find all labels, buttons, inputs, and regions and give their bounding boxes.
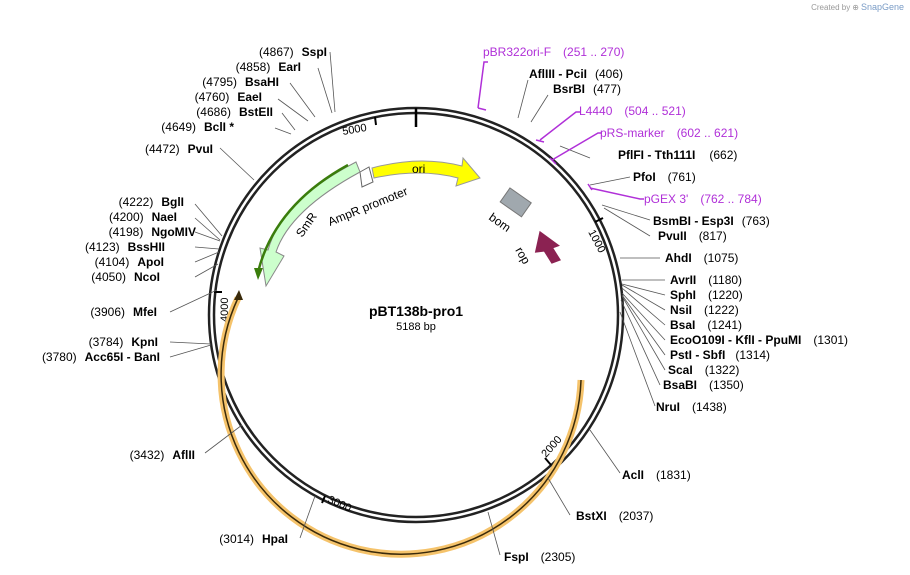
feature-label-bom: bom xyxy=(486,210,513,235)
feature-label-ampr-promoter: AmpR promoter xyxy=(326,184,410,229)
site-ahdI[interactable]: AhdI(1075) xyxy=(665,251,738,265)
site-bstEII[interactable]: (4686)BstEII xyxy=(196,105,273,119)
tick-5000: 5000 xyxy=(341,116,377,138)
site-sphI[interactable]: SphI(1220) xyxy=(670,288,743,302)
feature-ori[interactable]: ori xyxy=(371,156,481,187)
plasmid-name: pBT138b-pro1 xyxy=(369,303,463,319)
site-bclI[interactable]: (4649)BclI * xyxy=(161,120,234,134)
primer-pbr322ori-f[interactable]: pBR322ori-F(251 .. 270) xyxy=(483,45,624,59)
site-bsmBI-esp3I[interactable]: BsmBI - Esp3I(763) xyxy=(653,214,770,228)
site-pstI-sbfI[interactable]: PstI - SbfI(1314) xyxy=(670,348,770,362)
site-ecoO109I-kflI-ppuMI[interactable]: EcoO109I - KflI - PpuMI(1301) xyxy=(670,333,848,347)
feature-label-ori: ori xyxy=(412,162,425,176)
site-avrII[interactable]: AvrII(1180) xyxy=(670,273,742,287)
feature-rop[interactable]: rop xyxy=(512,226,564,268)
feature-orf-arc[interactable] xyxy=(217,290,585,558)
site-scaI[interactable]: ScaI(1322) xyxy=(668,363,739,377)
site-pfoI[interactable]: PfoI(761) xyxy=(633,170,696,184)
primer-prs-marker[interactable]: pRS-marker(602 .. 621) xyxy=(600,126,738,140)
plasmid-size: 5188 bp xyxy=(396,321,436,333)
site-apoI[interactable]: (4104)ApoI xyxy=(95,255,164,269)
site-mfeI[interactable]: (3906)MfeI xyxy=(90,305,157,319)
primer-l4440[interactable]: L4440(504 .. 521) xyxy=(579,104,686,118)
site-bsaI[interactable]: BsaI(1241) xyxy=(670,318,742,332)
site-fspI[interactable]: FspI(2305) xyxy=(504,550,575,564)
site-pflFI-tth111I[interactable]: PflFI - Tth111I(662) xyxy=(618,148,737,162)
site-bstXI[interactable]: BstXI(2037) xyxy=(576,509,653,523)
site-sspI[interactable]: (4867)SspI xyxy=(259,45,327,59)
primer-pgex-3[interactable]: pGEX 3'(762 .. 784) xyxy=(644,192,762,206)
site-bssHII[interactable]: (4123)BssHII xyxy=(85,240,165,254)
site-naeI[interactable]: (4200)NaeI xyxy=(109,210,177,224)
snapgene-logo-icon: ⊕ xyxy=(852,2,859,12)
site-ncoI[interactable]: (4050)NcoI xyxy=(91,270,160,284)
site-nruI[interactable]: NruI(1438) xyxy=(656,400,727,414)
site-bsaBI[interactable]: BsaBI(1350) xyxy=(663,378,744,392)
site-pvuI[interactable]: (4472)PvuI xyxy=(145,142,213,156)
site-eaeI[interactable]: (4760)EaeI xyxy=(195,90,262,104)
site-kpnI[interactable]: (3784)KpnI xyxy=(89,335,158,349)
site-bsrBI[interactable]: BsrBI(477) xyxy=(553,82,621,96)
site-bsaHI[interactable]: (4795)BsaHI xyxy=(202,75,279,89)
site-aflIII-pciI[interactable]: AflIII - PciI(406) xyxy=(529,67,623,81)
site-aflII[interactable]: (3432)AflII xyxy=(130,448,195,462)
site-aclI[interactable]: AclI(1831) xyxy=(622,468,691,482)
snapgene-credit: Created by ⊕ SnapGene xyxy=(811,2,904,12)
feature-ampr-promoter-arrow[interactable] xyxy=(359,166,374,188)
feature-bom[interactable]: bom xyxy=(486,187,532,235)
site-nsiI[interactable]: NsiI(1222) xyxy=(670,303,739,317)
site-hpaI[interactable]: (3014)HpaI xyxy=(219,532,288,546)
primer-markers xyxy=(477,61,644,200)
credit-brand: SnapGene xyxy=(860,2,904,12)
site-ngoMIV[interactable]: (4198)NgoMIV xyxy=(109,225,196,239)
feature-label-rop: rop xyxy=(512,245,533,267)
leader-lines xyxy=(169,51,666,556)
tick-label-1000: 1000 xyxy=(585,228,607,255)
tick-label-5000: 5000 xyxy=(341,122,367,138)
site-earI[interactable]: (4858)EarI xyxy=(236,60,301,74)
credit-created-by: Created by xyxy=(811,2,851,12)
site-pvuII[interactable]: PvuII(817) xyxy=(658,229,727,243)
site-acc65I-banI[interactable]: (3780)Acc65I - BanI xyxy=(42,350,160,364)
site-bglI[interactable]: (4222)BglI xyxy=(119,195,184,209)
tick-label-3000: 3000 xyxy=(326,494,353,515)
feature-smr[interactable]: SmR xyxy=(254,161,361,288)
